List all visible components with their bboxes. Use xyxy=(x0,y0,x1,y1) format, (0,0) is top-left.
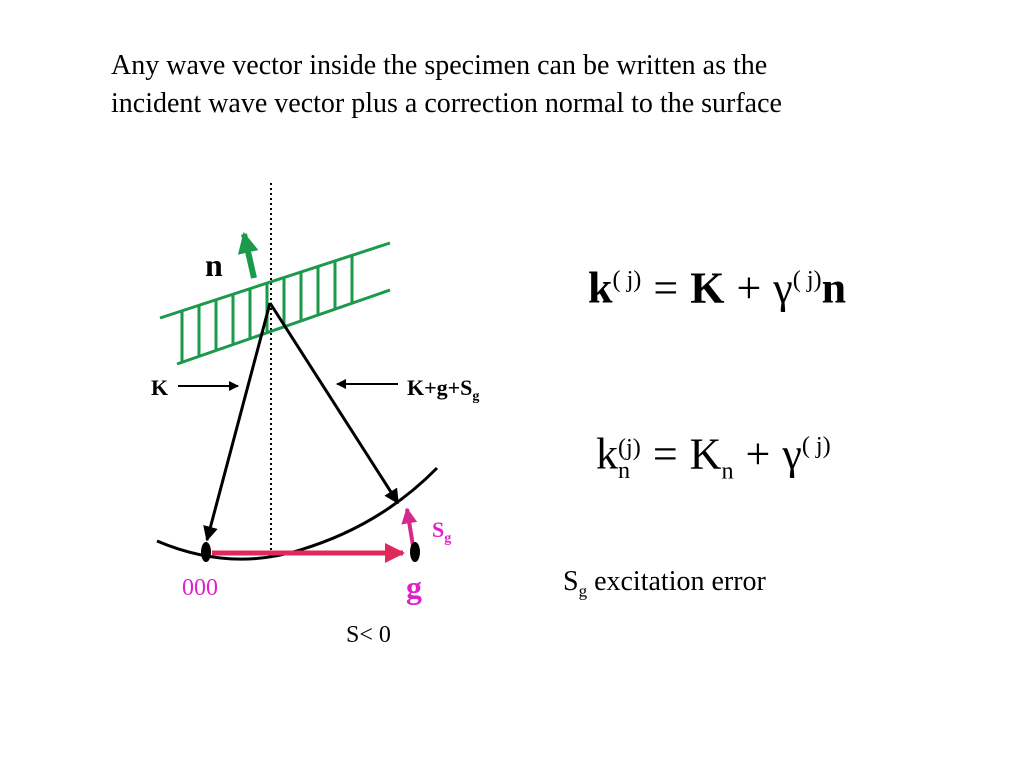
slide-title: Any wave vector inside the specimen can … xyxy=(111,47,991,123)
label-K-g-Sg-sub: g xyxy=(472,389,479,404)
specimen-slab xyxy=(159,241,391,366)
eq1-gamma: γ xyxy=(773,263,793,313)
eq1-plus: + xyxy=(736,263,762,313)
note-sub-g: g xyxy=(578,581,588,601)
eq1-n: n xyxy=(821,263,847,313)
title-line-2: incident wave vector plus a correction n… xyxy=(111,88,782,119)
eq2-sup-j2: ( j) xyxy=(801,432,831,459)
eq2-sub-n2: n xyxy=(721,457,734,485)
eq2-gamma: γ xyxy=(782,429,802,479)
eq2-equals: = xyxy=(652,429,678,479)
g-lattice-point xyxy=(410,542,420,562)
label-K: K xyxy=(151,375,168,400)
label-g: g xyxy=(406,569,422,605)
title-line-1: Any wave vector inside the specimen can … xyxy=(111,50,768,81)
eq2-k: k xyxy=(596,429,618,479)
excitation-error-note: Sg excitation error xyxy=(563,566,766,608)
normal-vector-arrow xyxy=(237,231,259,279)
equation-normal-component: k(j)n=Kn+γ( j) xyxy=(596,418,831,499)
note-s: S xyxy=(563,566,579,597)
label-n: n xyxy=(205,247,223,283)
label-Sg: Sg xyxy=(432,517,451,546)
eq2-K: K xyxy=(689,429,722,479)
slab-bottom-edge xyxy=(176,288,391,366)
eq2-sup-j: (j) xyxy=(618,433,641,461)
label-Sg-main: S xyxy=(432,517,444,542)
eq1-K: K xyxy=(690,263,725,313)
label-origin-000: 000 xyxy=(182,575,218,601)
eq2-k-indices: (j)n xyxy=(618,433,641,484)
incident-vector-K xyxy=(203,302,272,542)
label-Sg-sub: g xyxy=(444,531,451,546)
ewald-sphere-arc xyxy=(156,466,439,561)
eq1-equals: = xyxy=(653,263,679,313)
eq2-sub-n: n xyxy=(618,456,631,484)
diffracted-vector-K-g-Sg xyxy=(268,302,400,505)
eq2-plus: + xyxy=(745,429,771,479)
label-K-g-Sg: K+g+Sg xyxy=(407,375,479,404)
equation-wave-vector: k( j)=K+γ( j)n xyxy=(588,252,846,317)
origin-lattice-point xyxy=(201,542,211,562)
eq1-k: k xyxy=(588,263,613,313)
eq1-sup-j: ( j) xyxy=(612,266,642,293)
eq1-sup-j2: ( j) xyxy=(792,266,822,293)
note-text: excitation error xyxy=(587,566,766,597)
slab-top-edge xyxy=(159,241,391,320)
label-K-g-Sg-main: K+g+S xyxy=(407,375,472,400)
label-condition: S< 0 xyxy=(346,622,391,648)
